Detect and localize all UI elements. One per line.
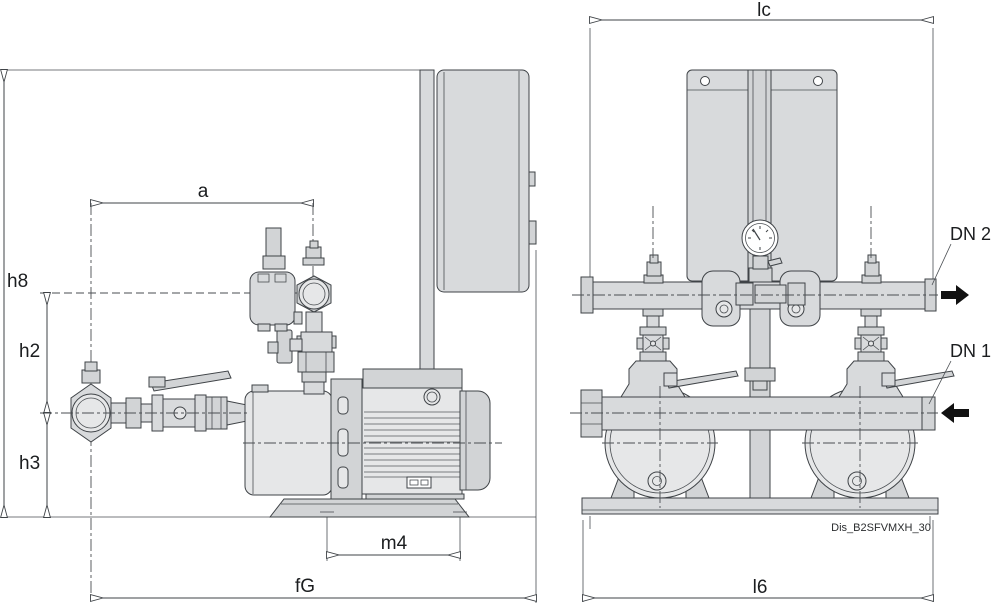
discharge-ball-valve xyxy=(300,331,333,353)
drain-plug-right xyxy=(847,471,867,491)
pressure-gauge xyxy=(741,219,783,283)
left-view-dimensions: h8 h2 h3 a m4 fG xyxy=(2,70,536,603)
discharge-connector-left xyxy=(701,270,741,327)
discharge-assembly xyxy=(267,240,337,395)
priming-plug xyxy=(81,369,101,384)
pressure-switch xyxy=(249,227,303,332)
left-view-pump-unit xyxy=(40,69,537,518)
dim-label-fG: fG xyxy=(295,576,315,597)
dim-label-a: a xyxy=(198,181,209,202)
air-vent-right xyxy=(861,254,882,284)
suction-manifold-pipe xyxy=(601,396,923,431)
dn2-leader xyxy=(931,243,952,286)
dim-label-m4: m4 xyxy=(381,533,408,554)
motor-body xyxy=(361,387,463,495)
dim-label-h8: h8 xyxy=(7,271,28,292)
rating-plate xyxy=(406,476,432,489)
motor-terminal-box xyxy=(362,368,463,389)
dn1-leader xyxy=(928,360,952,405)
base-plate xyxy=(581,497,939,515)
drawing-code: Dis_B2SFVMXH_30 xyxy=(831,522,931,534)
union-hex xyxy=(297,351,335,373)
air-vent-valve xyxy=(302,257,325,266)
gauge-dial xyxy=(741,219,779,257)
control-box-tab-upper xyxy=(528,171,536,187)
pressure-switch-body xyxy=(249,271,296,326)
panel-screw-left xyxy=(700,76,710,86)
label-dn2: DN 2 xyxy=(950,224,991,244)
dim-label-h3: h3 xyxy=(19,453,40,474)
valve-assembly-right xyxy=(838,308,955,398)
fan-cover xyxy=(459,390,491,491)
pressure-switch-conduit xyxy=(265,227,282,260)
flow-arrow-in xyxy=(941,403,969,423)
dim-label-h2: h2 xyxy=(19,341,40,362)
control-box-tab-lower xyxy=(528,220,537,245)
mounting-bracket xyxy=(268,498,471,518)
dim-label-l6: l6 xyxy=(753,577,768,598)
dim-label-lc: lc xyxy=(757,0,771,21)
gauge-needle xyxy=(752,228,761,241)
control-box-post xyxy=(419,69,435,372)
right-view-pump-set: lc xyxy=(570,0,991,602)
suction-manifold-inlet-end xyxy=(921,396,936,431)
ball-valve-lever-left xyxy=(666,370,739,389)
air-vent-left xyxy=(643,254,664,284)
suction-manifold xyxy=(580,389,936,438)
drain-plug-left xyxy=(647,471,667,491)
panel-screw-right xyxy=(813,76,823,86)
control-box xyxy=(436,69,530,293)
valve-lever-handle xyxy=(150,370,232,392)
flow-arrow-out xyxy=(941,285,969,305)
label-dn1: DN 1 xyxy=(950,341,991,361)
cable-gland xyxy=(423,388,441,406)
suction-manifold-end-cap xyxy=(580,389,603,438)
valve-assembly-left xyxy=(620,308,739,398)
